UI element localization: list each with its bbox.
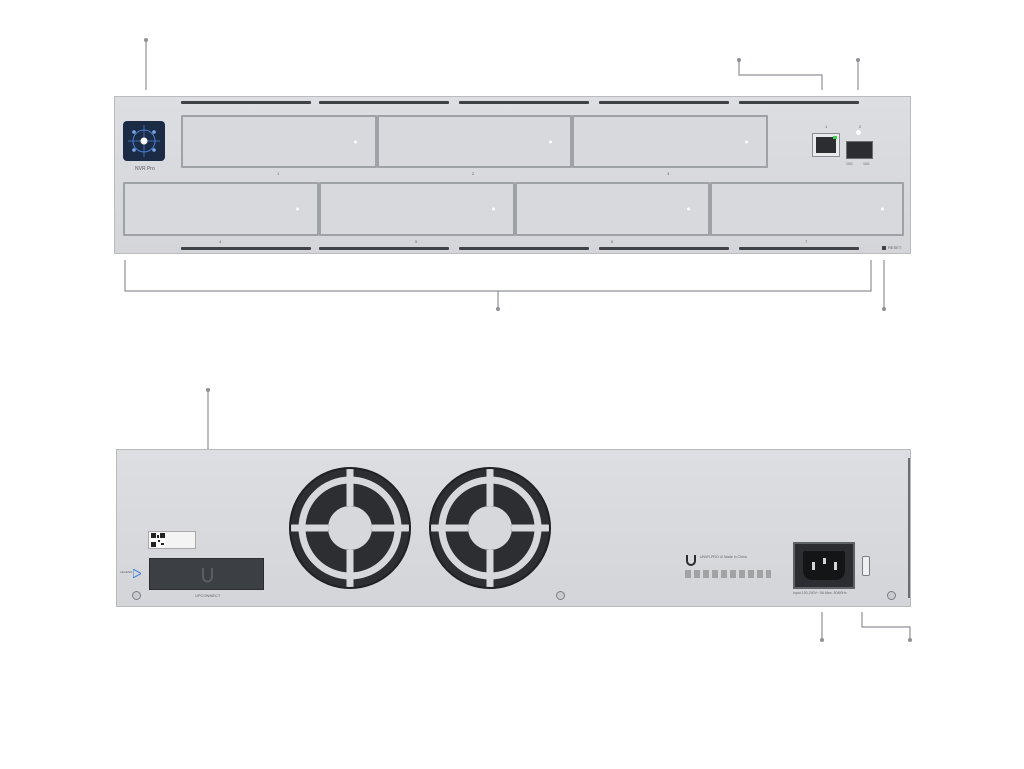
port-arrow-icon bbox=[133, 569, 141, 578]
power-switch[interactable] bbox=[862, 556, 870, 576]
callout-dot-power-switch bbox=[908, 638, 912, 642]
screw-icon bbox=[887, 591, 896, 600]
vent-bar bbox=[459, 101, 589, 104]
callout-dot-port-1 bbox=[737, 58, 741, 62]
vent-bar bbox=[181, 101, 311, 104]
rear-panel: LEGEND UPCONNECT bbox=[116, 449, 911, 607]
upconnect-port[interactable] bbox=[149, 558, 264, 590]
ubiquiti-logo-icon bbox=[202, 568, 213, 583]
drive-bay-3[interactable] bbox=[572, 115, 768, 168]
drive-bay-2[interactable] bbox=[377, 115, 572, 168]
vent-bar bbox=[739, 101, 859, 104]
drive-bay-6[interactable] bbox=[515, 182, 710, 236]
fan-grille-icon bbox=[429, 467, 551, 589]
bay-number: 6 bbox=[611, 239, 614, 244]
screw-icon bbox=[556, 591, 565, 600]
vent-bar bbox=[319, 101, 449, 104]
vent-bar bbox=[599, 247, 729, 250]
power-rating-text: Input 100-240V~ 5A Max. 50/60Hz bbox=[793, 591, 847, 595]
reset-button[interactable] bbox=[882, 246, 886, 250]
model-label: NVR Pro bbox=[135, 166, 155, 172]
fan-grille-icon bbox=[289, 467, 411, 589]
qr-code-icon bbox=[151, 533, 165, 547]
drive-bay-7[interactable] bbox=[710, 182, 904, 236]
bay-number: 2 bbox=[472, 171, 475, 176]
screw-icon bbox=[132, 591, 141, 600]
touchscreen[interactable] bbox=[123, 121, 165, 161]
drive-bay-1[interactable] bbox=[181, 115, 377, 168]
callout-dot-power bbox=[820, 638, 824, 642]
ubiquiti-logo-icon bbox=[686, 555, 696, 566]
port-label-2: 2 bbox=[859, 124, 862, 129]
rear-edge-strip bbox=[908, 458, 910, 598]
callout-dot-touchscreen bbox=[144, 38, 148, 42]
callout-dot-bays bbox=[496, 307, 500, 311]
upconnect-label: UPCONNECT bbox=[195, 593, 221, 598]
port-label-1: 1 bbox=[825, 124, 828, 129]
sfp-label: 10G bbox=[846, 162, 853, 166]
drive-bay-4[interactable] bbox=[123, 182, 319, 236]
vent-bar bbox=[739, 247, 859, 250]
callout-dot-upconnect bbox=[206, 388, 210, 392]
sfp-label: 10G bbox=[863, 162, 870, 166]
callout-dot-reset bbox=[882, 307, 886, 311]
regulatory-text: UNVR-PRO UI Made in China bbox=[700, 555, 747, 559]
vent-bar bbox=[181, 247, 311, 250]
bay-number: 1 bbox=[277, 171, 280, 176]
callout-dot-port-2 bbox=[856, 58, 860, 62]
bay-number: 3 bbox=[667, 171, 670, 176]
bay-number: 7 bbox=[805, 239, 808, 244]
drive-bay-5[interactable] bbox=[319, 182, 515, 236]
vent-bar bbox=[319, 247, 449, 250]
power-inlet[interactable] bbox=[793, 542, 855, 589]
sfp-port[interactable] bbox=[846, 141, 873, 159]
rj45-port[interactable] bbox=[812, 133, 840, 157]
vent-bar bbox=[599, 101, 729, 104]
vent-bar bbox=[459, 247, 589, 250]
port-led-icon bbox=[856, 130, 861, 135]
bay-number: 4 bbox=[219, 239, 222, 244]
port-legend-text: LEGEND bbox=[120, 570, 133, 574]
qr-label bbox=[148, 531, 196, 549]
touchscreen-ui-icon bbox=[128, 125, 160, 157]
reset-label: RESET bbox=[888, 245, 902, 250]
front-panel: NVR Pro 1 2 3 4 5 6 7 1 2 10G 10G RESET bbox=[114, 96, 911, 254]
link-led bbox=[833, 136, 837, 139]
certification-marks bbox=[685, 570, 771, 578]
bay-number: 5 bbox=[415, 239, 418, 244]
